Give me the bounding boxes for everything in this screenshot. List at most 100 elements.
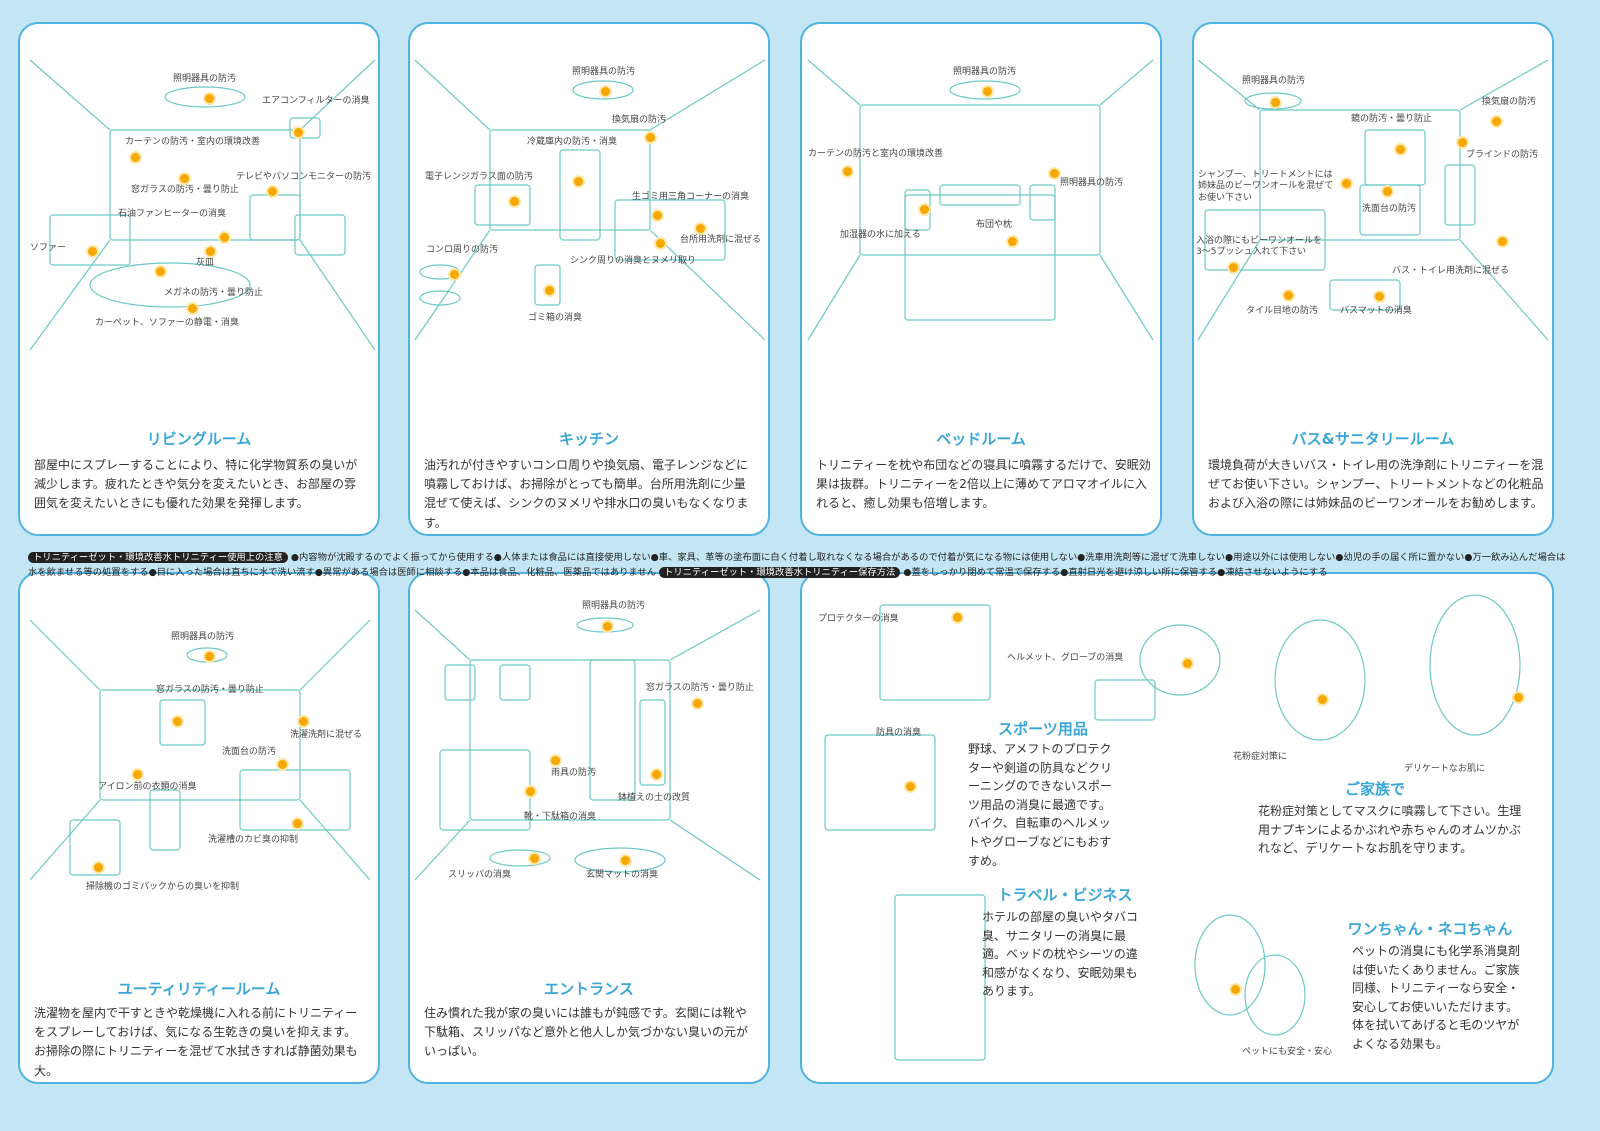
utility-callout-label: 洗濯洗剤に混ぜる xyxy=(290,730,363,740)
spray-point-dot xyxy=(696,224,705,233)
bedroom-title: ベッドルーム xyxy=(936,430,1026,448)
others-callout-label: 花粉症対策に xyxy=(1233,752,1288,762)
bath-callout-label: 入浴の際にもビーワンオールを 3〜5プッシュ入れて下さい xyxy=(1196,236,1323,258)
spray-point-dot xyxy=(652,770,661,779)
others-callout-label: プロテクターの消臭 xyxy=(818,614,899,624)
living-callout-label: 窓ガラスの防汚・曇り防止 xyxy=(131,185,239,195)
spray-point-dot xyxy=(133,770,142,779)
spray-point-dot xyxy=(299,717,308,726)
spray-point-dot xyxy=(601,87,610,96)
utility-callout-label: 照明器具の防汚 xyxy=(171,632,235,642)
spray-point-dot xyxy=(294,128,303,137)
spray-point-dot xyxy=(656,239,665,248)
spray-point-dot xyxy=(205,652,214,661)
spray-point-dot xyxy=(551,756,560,765)
spray-point-dot xyxy=(510,197,519,206)
kitchen-callout-label: 冷蔵庫内の防汚・消臭 xyxy=(527,137,618,147)
bath-title: バス&サニタリールーム xyxy=(1291,430,1455,448)
entrance-callout-label: 玄関マットの消臭 xyxy=(586,870,659,880)
utility-callout-label: 掃除機のゴミパックからの臭いを抑制 xyxy=(86,882,240,892)
spray-point-dot xyxy=(983,87,992,96)
living-callout-label: カーペット、ソファーの静電・消臭 xyxy=(95,318,239,328)
kitchen-callout-label: コンロ周りの防汚 xyxy=(426,245,499,255)
bedroom-callout-label: 照明器具の防汚 xyxy=(1060,178,1124,188)
spray-point-dot xyxy=(1229,263,1238,272)
spray-point-dot xyxy=(1008,237,1017,246)
spray-point-dot xyxy=(1492,117,1501,126)
bath-callout-label: シャンプー、トリートメントには 姉妹品のビーワンオールを混ぜて お使い下さい xyxy=(1198,170,1334,203)
living-callout-label: 石油ファンヒーターの消臭 xyxy=(118,209,227,219)
living-title: リビングルーム xyxy=(146,430,252,448)
spray-point-dot xyxy=(545,286,554,295)
bath-callout-label: タイル目地の防汚 xyxy=(1246,306,1319,316)
living-body: 部屋中にスプレーすることにより、特に化学物質系の臭いが減少します。疲れたときや気… xyxy=(34,458,358,511)
entrance-callout-label: スリッパの消臭 xyxy=(448,870,512,880)
others-callout-label: ヘルメット、グローブの消臭 xyxy=(1007,653,1124,663)
living-callout-label: エアコンフィルターの消臭 xyxy=(262,96,370,106)
family-title: ご家族で xyxy=(1344,780,1405,798)
spray-point-dot xyxy=(156,267,165,276)
entrance-callout-label: 窓ガラスの防汚・曇り防止 xyxy=(646,683,754,693)
kitchen-callout-label: 換気扇の防汚 xyxy=(612,115,667,125)
bath-callout-label: 換気扇の防汚 xyxy=(1482,97,1537,107)
spray-point-dot xyxy=(1375,292,1384,301)
sports-body: 野球、アメフトのプロテクターや剣道の防具などクリーニングのできないスポーツ用品の… xyxy=(968,742,1113,868)
travel-title: トラベル・ビジネス xyxy=(997,886,1133,904)
spray-point-dot xyxy=(88,247,97,256)
spray-point-dot xyxy=(131,153,140,162)
spray-point-dot xyxy=(180,174,189,183)
spray-point-dot xyxy=(1383,187,1392,196)
others-callout-label: 防具の消臭 xyxy=(876,728,922,738)
spray-point-dot xyxy=(1183,659,1192,668)
caution-text: ●内容物が沈殿するのでよく振ってから使用する●人体または食品には直接使用しない●… xyxy=(28,552,1566,578)
bath-callout-label: バス・トイレ用洗剤に混ぜる xyxy=(1392,266,1510,276)
spray-point-dot xyxy=(1271,98,1280,107)
kitchen-body: 油汚れが付きやすいコンロ周りや換気扇、電子レンジなどに噴霧しておけば、お掃除がと… xyxy=(424,458,749,530)
others-callout-label: ペットにも安全・安心 xyxy=(1242,1047,1333,1057)
bath-callout-label: 照明器具の防汚 xyxy=(1242,76,1306,86)
kitchen-callout-label: 生ゴミ用三角コーナーの消臭 xyxy=(632,192,750,202)
others-callout-label: デリケートなお肌に xyxy=(1404,764,1486,774)
entrance-callout-label: 照明器具の防汚 xyxy=(582,601,646,611)
living-callout-label: 照明器具の防汚 xyxy=(173,74,237,84)
kitchen-callout-label: 台所用洗剤に混ぜる xyxy=(680,235,762,245)
spray-point-dot xyxy=(1498,237,1507,246)
bedroom-callout-label: カーテンの防汚と室内の環境改善 xyxy=(808,149,944,159)
spray-point-dot xyxy=(693,699,702,708)
living-callout-label: ソファー xyxy=(30,243,67,253)
living-callout-label: テレビやパソコンモニターの防汚 xyxy=(236,172,372,182)
spray-point-dot xyxy=(646,133,655,142)
spray-point-dot xyxy=(278,760,287,769)
spray-point-dot xyxy=(653,211,662,220)
spray-point-dot xyxy=(953,613,962,622)
caution-badge: トリニティーゼット・環境改善水トリニティー使用上の注意 xyxy=(28,552,288,563)
living-callout-label: 灰皿 xyxy=(196,258,215,268)
spray-point-dot xyxy=(1318,695,1327,704)
spray-point-dot xyxy=(1396,145,1405,154)
spray-point-dot xyxy=(188,304,197,313)
spray-point-dot xyxy=(1458,138,1467,147)
spray-point-dot xyxy=(906,782,915,791)
spray-point-dot xyxy=(94,863,103,872)
spray-point-dot xyxy=(1342,179,1351,188)
spray-point-dot xyxy=(1514,693,1523,702)
storage-text: ●蓋をしっかり閉めて常温で保存する●直射日光を避け涼しい所に保管する●凍結させな… xyxy=(903,567,1328,578)
kitchen-callout-label: ゴミ箱の消臭 xyxy=(528,313,583,323)
utility-title: ユーティリティールーム xyxy=(117,980,281,998)
spray-point-dot xyxy=(206,247,215,256)
utility-callout-label: アイロン前の衣類の消臭 xyxy=(98,782,197,792)
usage-notice: トリニティーゼット・環境改善水トリニティー使用上の注意●内容物が沈殿するのでよく… xyxy=(28,550,1573,580)
spray-point-dot xyxy=(1050,169,1059,178)
utility-callout-label: 窓ガラスの防汚・曇り防止 xyxy=(156,685,264,695)
spray-point-dot xyxy=(920,205,929,214)
utility-callout-label: 洗濯槽のカビ臭の抑制 xyxy=(208,835,299,845)
kitchen-callout-label: シンク周りの消臭とヌメリ取り xyxy=(570,256,697,266)
entrance-callout-label: 靴・下駄箱の消臭 xyxy=(524,812,597,822)
bath-callout-label: 鏡の防汚・曇り防止 xyxy=(1351,114,1433,124)
bedroom-body: トリニティーを枕や布団などの寝具に噴霧するだけで、安眠効果は抜群。トリニティーを… xyxy=(816,458,1151,511)
spray-point-dot xyxy=(293,819,302,828)
spray-point-dot xyxy=(603,622,612,631)
entrance-title: エントランス xyxy=(544,980,634,998)
sports-title: スポーツ用品 xyxy=(998,720,1088,738)
pets-title: ワンちゃん・ネコちゃん xyxy=(1347,920,1513,938)
